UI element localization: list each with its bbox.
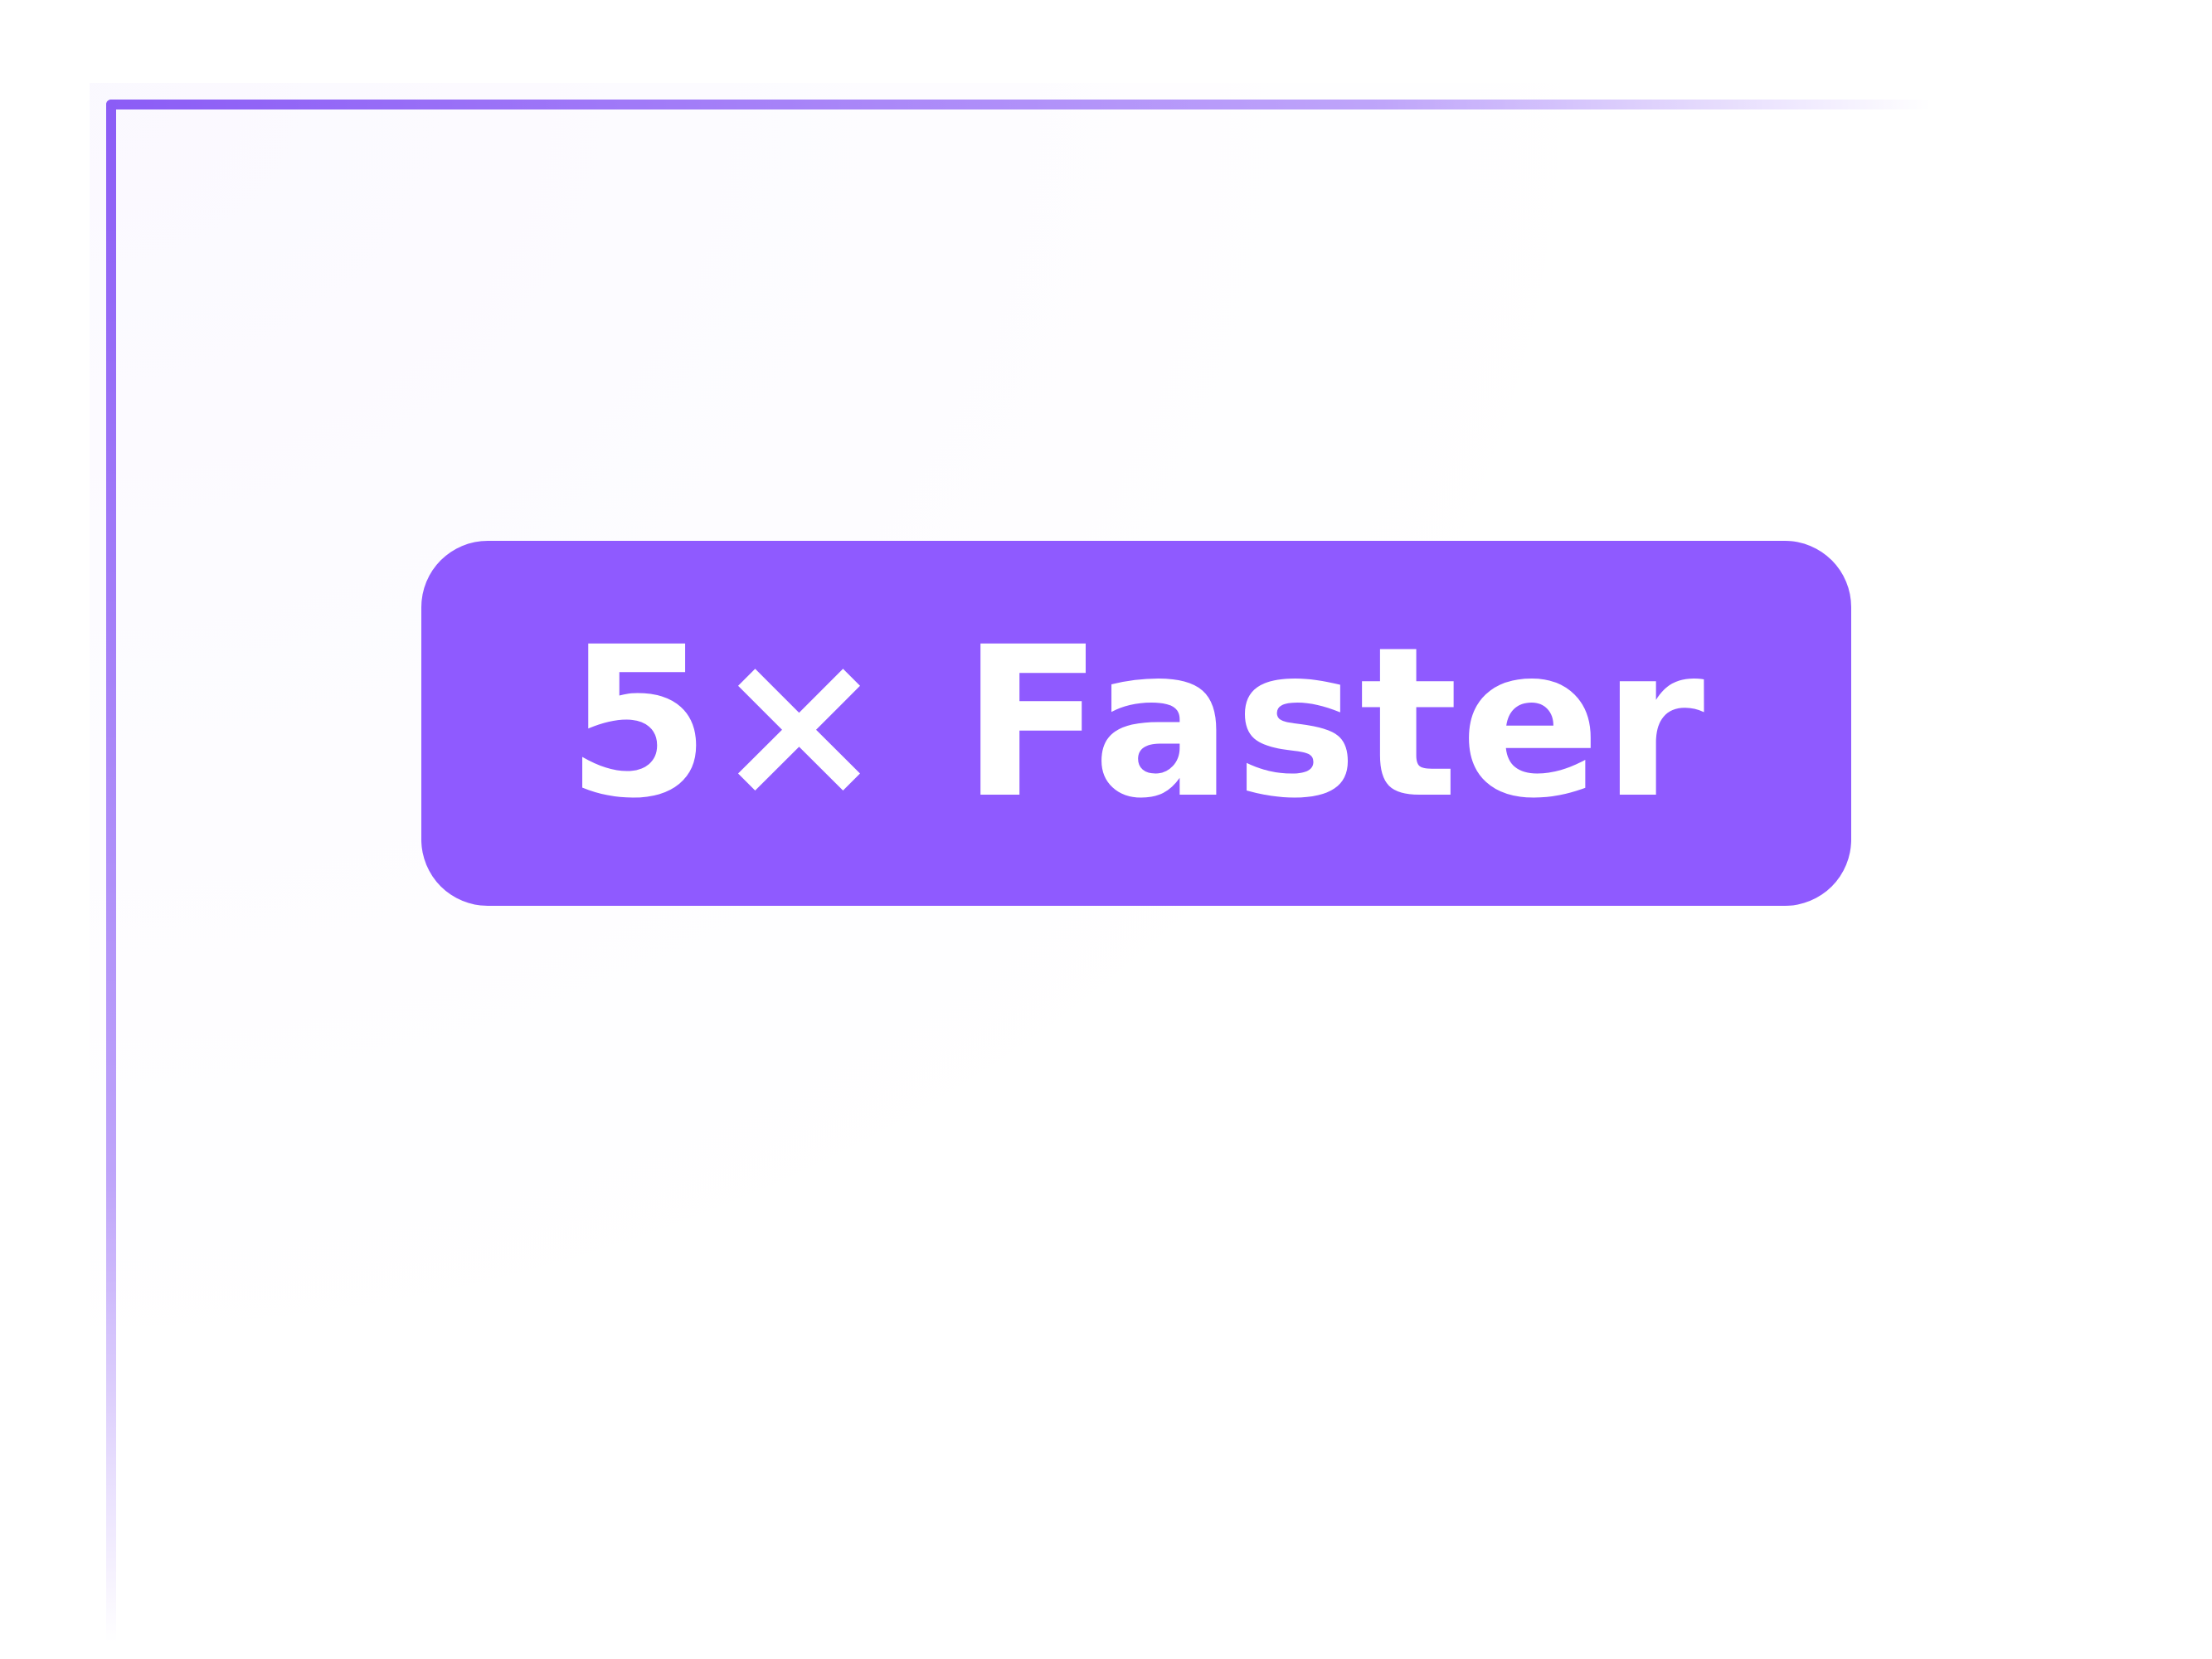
frame-top-edge	[106, 100, 1931, 109]
frame-left-edge	[106, 100, 116, 1642]
speed-badge-label: 5× Faster	[566, 602, 1707, 844]
speed-badge-button[interactable]: 5× Faster	[421, 541, 1851, 906]
